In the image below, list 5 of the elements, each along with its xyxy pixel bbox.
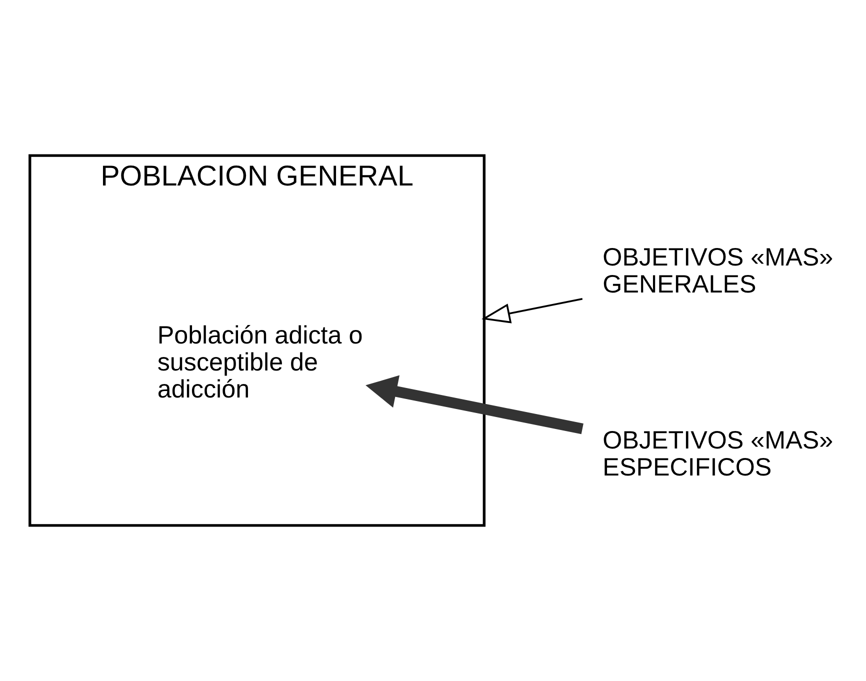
arrow xyxy=(366,375,584,434)
node-text: OBJETIVOS «MAS» ESPECIFICOS xyxy=(602,426,834,482)
arrow xyxy=(482,298,583,324)
node-text: Población adicta o susceptible de adicción xyxy=(157,322,363,404)
node-text: OBJETIVOS «MAS» GENERALES xyxy=(602,243,834,298)
